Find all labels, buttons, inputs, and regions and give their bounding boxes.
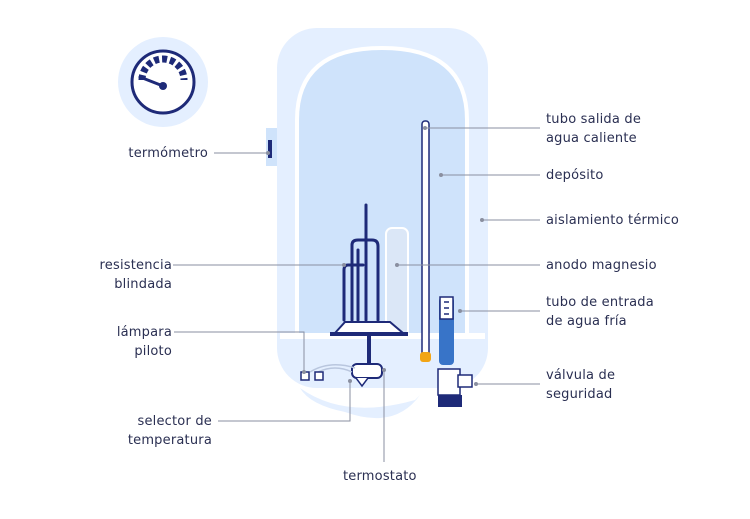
safety-valve-nut xyxy=(438,395,462,407)
label-valvula-line2: seguridad xyxy=(546,387,613,402)
label-anodo: anodo magnesio xyxy=(546,256,657,275)
label-termostato-line1: termostato xyxy=(343,469,417,484)
thermostat-rod xyxy=(367,336,371,366)
label-deposito-line1: depósito xyxy=(546,168,604,183)
label-aislamiento-line1: aislamiento térmico xyxy=(546,213,680,228)
pilot-lamp-2 xyxy=(314,371,324,381)
safety-valve-outlet xyxy=(457,374,473,388)
temperature-selector xyxy=(355,377,369,388)
label-tubo-salida-line1: tubo salida de xyxy=(546,112,642,127)
label-tubo-entrada: tubo de entrada de agua fría xyxy=(546,293,654,331)
label-tubo-salida-line2: agua caliente xyxy=(546,131,637,146)
magnesium-anode xyxy=(385,227,409,337)
label-termometro-line1: termómetro xyxy=(128,146,208,161)
label-valvula: válvula de seguridad xyxy=(546,366,615,404)
label-termostato: termostato xyxy=(343,467,417,486)
label-aislamiento: aislamiento térmico xyxy=(546,211,679,230)
label-anodo-line1: anodo magnesio xyxy=(546,258,657,273)
wire-2 xyxy=(317,367,353,373)
label-resistencia-line1: resistencia xyxy=(99,258,172,273)
label-selector: selector de temperatura xyxy=(100,412,212,450)
safety-valve-body xyxy=(437,368,461,396)
label-valvula-line1: válvula de xyxy=(546,368,616,383)
gauge-icon xyxy=(118,37,208,127)
flange xyxy=(332,321,406,334)
label-lampara: lámpara piloto xyxy=(72,323,172,361)
label-selector-line1: selector de xyxy=(137,414,212,429)
thermostat xyxy=(351,363,383,379)
flange-base xyxy=(330,332,408,336)
label-tubo-salida: tubo salida de agua caliente xyxy=(546,110,641,148)
label-tubo-entrada-line1: tubo de entrada xyxy=(546,295,654,310)
thermometer-bar xyxy=(268,140,272,158)
label-tubo-entrada-line2: de agua fría xyxy=(546,314,627,329)
leader-dots xyxy=(266,126,484,386)
label-resistencia: resistencia blindada xyxy=(72,256,172,294)
label-deposito: depósito xyxy=(546,166,604,185)
wire-1 xyxy=(309,364,356,373)
label-lampara-line1: lámpara xyxy=(116,325,172,340)
insulation-bottom xyxy=(300,388,420,419)
label-lampara-line2: piloto xyxy=(134,344,172,359)
label-selector-line2: temperatura xyxy=(127,433,212,448)
hot-water-tube-end xyxy=(420,352,431,362)
hot-water-tube xyxy=(421,120,430,362)
label-termometro: termómetro xyxy=(108,144,208,163)
tank xyxy=(295,45,469,337)
label-resistencia-line2: blindada xyxy=(114,277,172,292)
leader-lines xyxy=(173,127,540,462)
